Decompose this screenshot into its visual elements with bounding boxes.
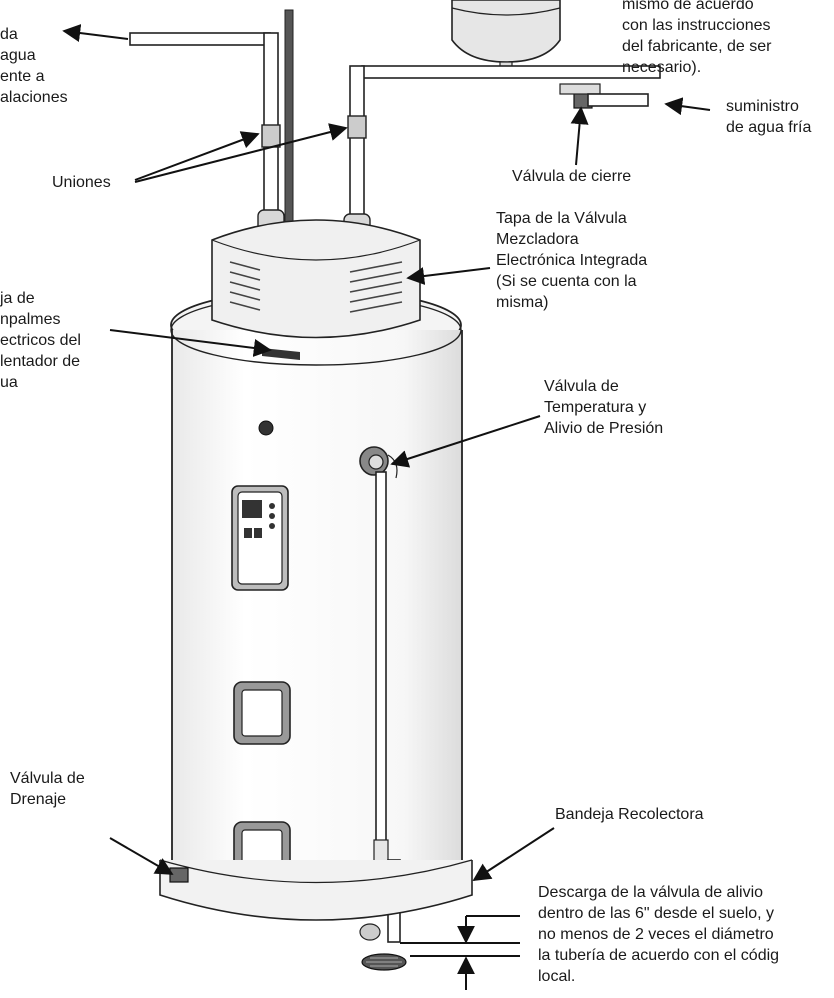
drain-pan-label: Bandeja Recolectora <box>555 806 704 823</box>
drain-valve <box>169 867 189 883</box>
floor-drain <box>361 953 407 971</box>
tp-valve-label: Válvula de Temperatura y Alivio de Presi… <box>544 378 664 437</box>
drain-pan <box>159 859 473 941</box>
hot-outlet-pipe <box>129 32 285 233</box>
discharge-dimension <box>400 915 520 990</box>
tank-body <box>170 289 463 892</box>
control-panel <box>231 485 289 591</box>
leader-arrows <box>62 24 711 881</box>
indicator-knob <box>258 420 274 436</box>
mixing-valve-cover-label: Tapa de la Válvula Mezcladora Electrónic… <box>496 210 648 311</box>
expansion-tank <box>451 0 561 75</box>
hot-water-outlet-label: da agua ente a alaciones <box>0 26 68 106</box>
cold-inlet-pipe <box>343 65 661 237</box>
discharge-note-label: Descarga de la válvula de alivio dentro … <box>538 884 780 985</box>
upper-access-panel <box>233 681 291 745</box>
unions-label: Uniones <box>52 174 111 191</box>
expansion-tank-label: mismo de acuerdo con las instrucciones d… <box>622 0 772 76</box>
shutoff-valve-label: Válvula de cierre <box>512 168 632 185</box>
drain-valve-label: Válvula de Drenaje <box>10 770 85 808</box>
junction-box-label: ja de npalmes ectricos del lentador de u… <box>0 290 81 391</box>
cold-water-supply-label: suministro de agua fría <box>726 98 812 136</box>
mixing-valve-cover <box>211 219 421 339</box>
